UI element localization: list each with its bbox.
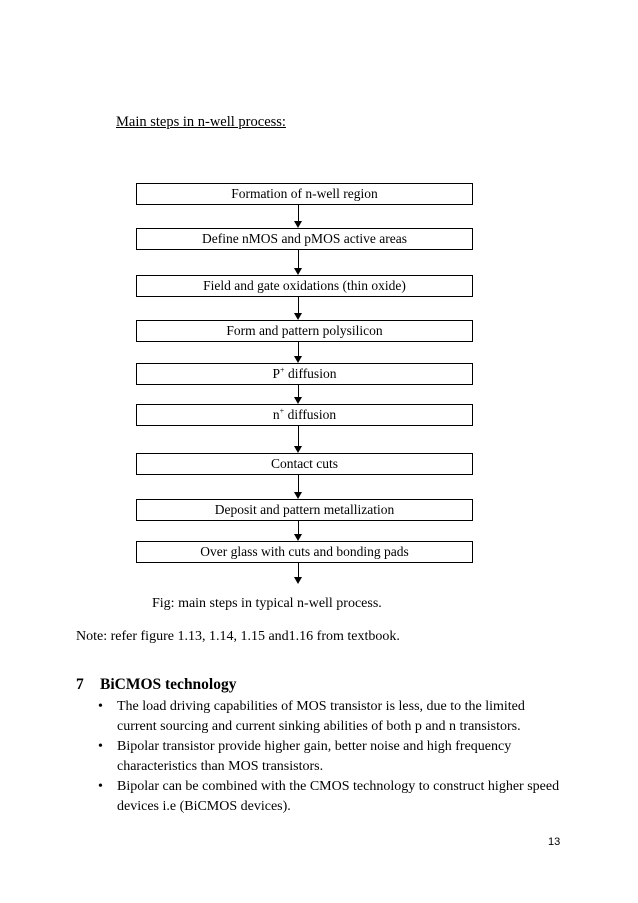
flow-arrow-2 bbox=[298, 250, 299, 268]
step-superscript-5: + bbox=[280, 365, 285, 375]
step-box-2: Define nMOS and pMOS active areas bbox=[136, 228, 473, 250]
flow-arrow-5 bbox=[298, 385, 299, 397]
section-heading: 7 BiCMOS technology bbox=[76, 676, 237, 694]
flow-arrowhead-4 bbox=[294, 356, 302, 363]
bullet-icon: • bbox=[98, 779, 103, 794]
list-item: • Bipolar transistor provide higher gain,… bbox=[96, 737, 566, 777]
step-label-8: Deposit and pattern metallization bbox=[214, 502, 395, 517]
flow-arrow-8 bbox=[298, 521, 299, 534]
step-box-7: Contact cuts bbox=[136, 453, 473, 475]
flow-arrowhead-1 bbox=[294, 221, 302, 228]
flow-arrow-4 bbox=[298, 342, 299, 356]
step-label-6: diffusion bbox=[284, 407, 337, 422]
step-box-9: Over glass with cuts and bonding pads bbox=[136, 541, 473, 563]
step-box-6: n+ diffusion bbox=[136, 404, 473, 426]
flow-arrowhead-7 bbox=[294, 492, 302, 499]
flow-arrowhead-9 bbox=[294, 577, 302, 584]
step-label-5: diffusion bbox=[284, 366, 337, 381]
flow-arrow-3 bbox=[298, 297, 299, 313]
bullet-text: Bipolar transistor provide higher gain, … bbox=[117, 739, 512, 774]
bicmos-bullet-list: • The load driving capabilities of MOS tr… bbox=[96, 697, 566, 817]
step-label-9: Over glass with cuts and bonding pads bbox=[200, 544, 409, 559]
flow-arrowhead-5 bbox=[294, 397, 302, 404]
list-item: • Bipolar can be combined with the CMOS t… bbox=[96, 777, 566, 817]
step-prefix-5: P bbox=[272, 366, 281, 381]
figure-caption: Fig: main steps in typical n-well proces… bbox=[152, 596, 382, 611]
section-title: BiCMOS technology bbox=[100, 676, 237, 693]
flow-arrowhead-3 bbox=[294, 313, 302, 320]
flow-arrowhead-2 bbox=[294, 268, 302, 275]
step-box-8: Deposit and pattern metallization bbox=[136, 499, 473, 521]
step-label-2: Define nMOS and pMOS active areas bbox=[201, 231, 408, 246]
step-label-3: Field and gate oxidations (thin oxide) bbox=[203, 278, 406, 293]
textbook-note: Note: refer figure 1.13, 1.14, 1.15 and1… bbox=[76, 629, 400, 644]
step-superscript-6: + bbox=[279, 406, 285, 416]
step-box-4: Form and pattern polysilicon bbox=[136, 320, 473, 342]
bullet-icon: • bbox=[98, 739, 103, 754]
step-box-3: Field and gate oxidations (thin oxide) bbox=[136, 275, 473, 297]
flow-arrow-7 bbox=[298, 475, 299, 492]
list-item: • The load driving capabilities of MOS tr… bbox=[96, 697, 566, 737]
step-label-7: Contact cuts bbox=[270, 456, 339, 471]
bullet-text: The load driving capabilities of MOS tra… bbox=[117, 699, 525, 734]
step-label-4: Form and pattern polysilicon bbox=[226, 323, 383, 338]
step-box-1: Formation of n-well region bbox=[136, 183, 473, 205]
flow-arrowhead-6 bbox=[294, 446, 302, 453]
flow-arrow-6 bbox=[298, 426, 299, 446]
flow-arrowhead-8 bbox=[294, 534, 302, 541]
bullet-text: Bipolar can be combined with the CMOS te… bbox=[117, 779, 560, 814]
flow-arrow-1 bbox=[298, 205, 299, 222]
section-number: 7 bbox=[76, 676, 84, 693]
step-label-1: Formation of n-well region bbox=[231, 186, 378, 201]
page-number: 13 bbox=[548, 836, 561, 848]
step-prefix-6: n bbox=[272, 407, 280, 422]
flowchart-heading: Main steps in n-well process: bbox=[116, 114, 286, 130]
step-box-5: P+ diffusion bbox=[136, 363, 473, 385]
flow-arrow-9 bbox=[298, 563, 299, 577]
bullet-icon: • bbox=[98, 699, 103, 714]
